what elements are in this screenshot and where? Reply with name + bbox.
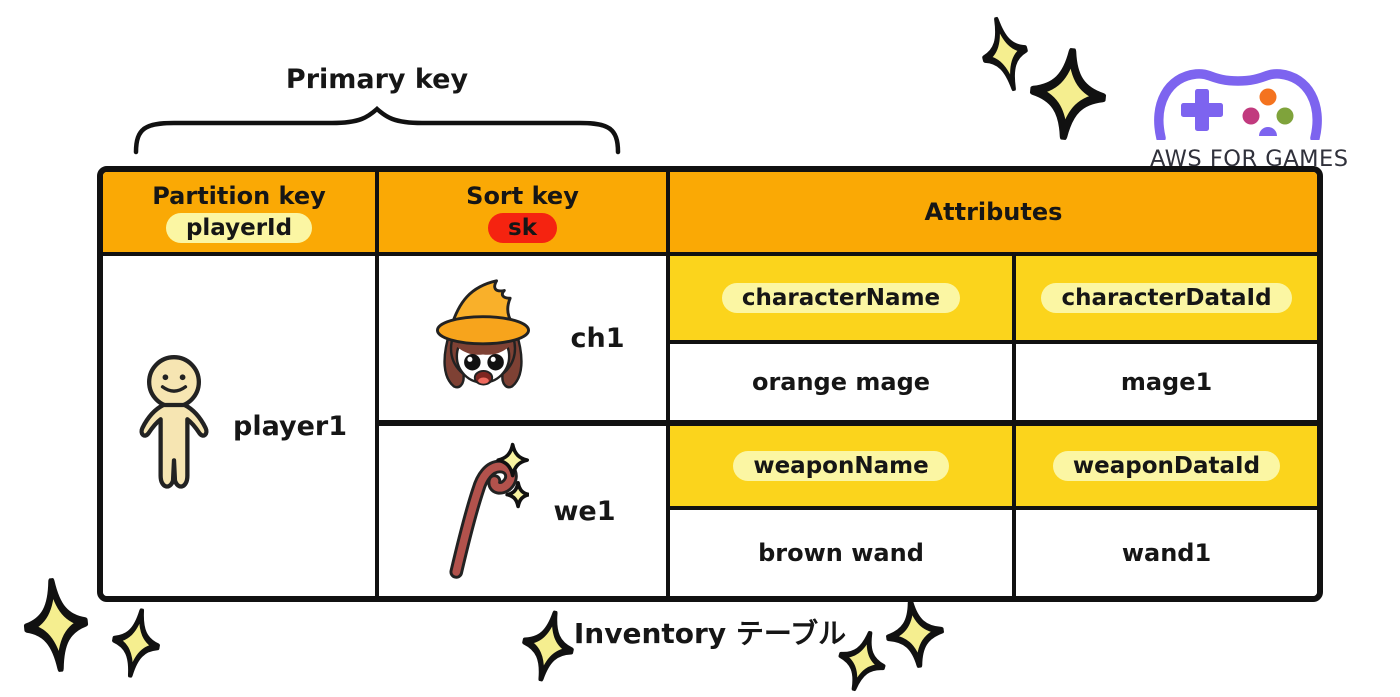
sparkle-icon	[838, 630, 886, 692]
sort-key-name-highlight: sk	[488, 212, 557, 243]
attribute-name-highlight: weaponName	[733, 451, 949, 481]
aws-for-games-logo: AWS FOR GAMES	[1150, 64, 1348, 172]
sort-key-header: Sort key sk	[379, 172, 670, 256]
attributes-label: Attributes	[924, 198, 1063, 226]
player-character-icon	[139, 355, 209, 489]
attribute-value-cell: brown wand	[670, 510, 1016, 596]
partition-value: player1	[233, 410, 347, 442]
attribute-name-cell: weaponDataId	[1016, 426, 1317, 510]
attribute-value-cell: wand1	[1016, 510, 1317, 596]
attribute-value-cell: orange mage	[670, 344, 1016, 426]
table-caption: Inventory テーブル	[573, 617, 847, 650]
sparkle-icon	[521, 610, 575, 682]
partition-key-label: Partition key	[152, 181, 326, 210]
partition-key-header: Partition key playerId	[103, 172, 379, 256]
button-dots-icon	[1242, 88, 1294, 136]
attribute-name-cell: characterName	[670, 256, 1016, 344]
sparkle-icon	[1029, 47, 1107, 141]
sparkle-icon	[23, 577, 89, 673]
attributes-header: Attributes	[670, 172, 1317, 256]
game-controller-icon	[1154, 69, 1322, 143]
attribute-value: wand1	[1121, 539, 1212, 567]
attribute-name-cell: weaponName	[670, 426, 1016, 510]
sparkle-icon	[885, 599, 945, 669]
sparkle-icon	[111, 607, 161, 679]
attribute-name-highlight: weaponDataId	[1052, 451, 1281, 481]
magic-wand-icon	[449, 442, 530, 579]
attribute-name-highlight: characterName	[721, 283, 961, 313]
attribute-value: mage1	[1120, 368, 1213, 396]
attribute-value: brown wand	[758, 539, 924, 567]
mage-character-icon	[436, 279, 531, 389]
inventory-table: Partition key playerId Sort key sk Attri…	[97, 166, 1323, 602]
attribute-value: orange mage	[751, 368, 931, 396]
sparkle-icon	[982, 16, 1028, 92]
attribute-name-highlight: characterDataId	[1041, 283, 1292, 313]
sort-value: we1	[553, 495, 616, 527]
attribute-value-cell: mage1	[1016, 344, 1317, 426]
attribute-name-cell: characterDataId	[1016, 256, 1317, 344]
partition-key-name-highlight: playerId	[165, 212, 313, 243]
sort-value-cell-ch1: ch1	[379, 256, 670, 426]
curly-brace-icon	[133, 106, 621, 155]
dpad-plus-icon	[1181, 89, 1223, 131]
sort-key-label: Sort key	[466, 181, 579, 210]
primary-key-label: Primary key	[285, 64, 469, 95]
sort-value: ch1	[570, 322, 625, 354]
sort-value-cell-we1: we1	[379, 426, 670, 596]
partition-value-cell: player1	[103, 256, 379, 596]
